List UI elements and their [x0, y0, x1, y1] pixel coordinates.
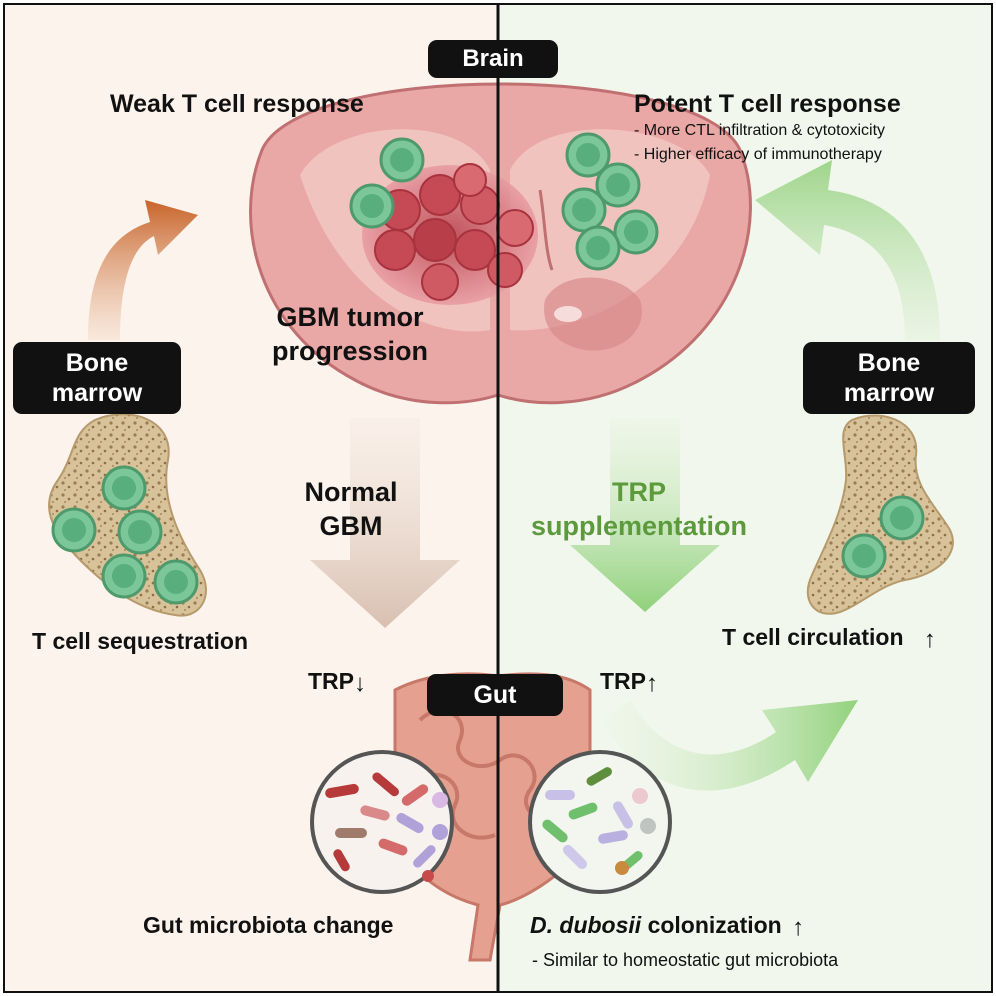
- right-bone-marrow-line1: Bone: [857, 349, 921, 377]
- brain-tcells-right: [561, 132, 659, 271]
- tumor-progression-label: GBM tumor progression: [272, 300, 428, 368]
- right-upward-arrow: [755, 160, 940, 340]
- right-response-title: Potent T cell response: [634, 90, 901, 118]
- left-condition-line-2: GBM: [319, 511, 383, 541]
- left-trp-down-arrow: ↓: [354, 670, 366, 697]
- right-bullet-1: - More CTL infiltration & cytotoxicity: [634, 122, 886, 139]
- colonization-note: - Similar to homeostatic gut microbiota: [532, 950, 839, 970]
- right-condition-line-2: supplementation: [530, 511, 747, 541]
- left-bone: [48, 413, 207, 617]
- left-downward-arrow: [310, 418, 460, 628]
- right-bone: [806, 414, 954, 615]
- left-tcell-status: T cell sequestration: [32, 628, 249, 654]
- right-tcell-up-arrow: ↑: [923, 626, 936, 653]
- right-condition-line-1: TRP: [612, 477, 666, 507]
- gut-label: Gut: [427, 674, 563, 716]
- right-downward-arrow: [570, 418, 720, 612]
- left-bone-marrow-line2: marrow: [51, 379, 143, 407]
- left-microbiota-circle: [310, 750, 454, 894]
- right-microbiota-circle: [528, 750, 672, 894]
- left-trp-label: TRP: [308, 668, 354, 694]
- tumor-line-2: progression: [272, 336, 429, 366]
- right-trp-label: TRP: [600, 668, 646, 694]
- left-upward-arrow: [88, 200, 198, 340]
- left-trp-row: TRP↓: [308, 668, 366, 696]
- left-condition-label: Normal GBM: [292, 475, 410, 543]
- right-trp-row: TRP↑: [600, 668, 658, 696]
- right-bone-marrow-line2: marrow: [843, 379, 935, 407]
- right-colonization-row: D. dubosii colonization ↑: [530, 912, 804, 940]
- brain-tcells-left: [349, 137, 425, 229]
- right-bone-marrow-label: Bone marrow: [803, 342, 975, 414]
- left-bone-marrow-label: Bone marrow: [13, 342, 181, 414]
- left-microbiota-label: Gut microbiota change: [143, 912, 394, 938]
- left-bone-marrow-line1: Bone: [65, 349, 129, 377]
- right-trp-up-arrow: ↑: [646, 670, 658, 697]
- colonization-word: colonization: [647, 912, 782, 938]
- tumor-line-1: GBM tumor: [276, 302, 424, 332]
- colonization-species: D. dubosii: [530, 912, 642, 938]
- tumor-mass: [362, 163, 538, 305]
- left-condition-line-1: Normal: [304, 477, 398, 507]
- brain-label: Brain: [428, 40, 558, 78]
- right-tcell-status: T cell circulation: [722, 624, 904, 650]
- right-gut-to-bone-arrow: [600, 700, 858, 791]
- left-response-title: Weak T cell response: [110, 90, 364, 118]
- colonization-up-arrow: ↑: [792, 914, 805, 941]
- right-tcell-status-row: T cell circulation ↑: [722, 624, 936, 652]
- right-condition-label: TRP supplementation: [508, 475, 770, 543]
- right-bullet-2: - Higher efficacy of immunotherapy: [634, 146, 882, 163]
